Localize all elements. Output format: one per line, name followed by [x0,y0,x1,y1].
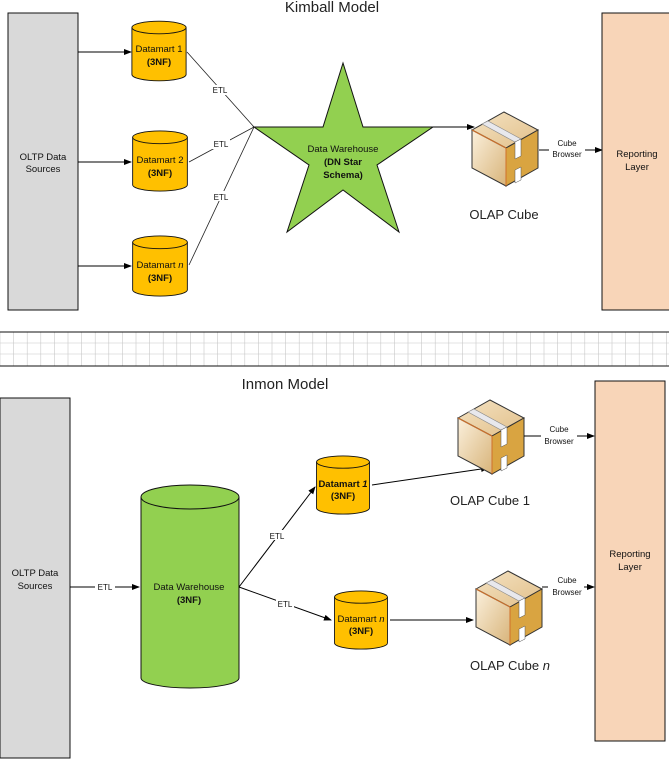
arrow-datamart-1-to-cube-1 [371,466,489,486]
separator-grid [0,332,669,366]
inmon-cube-browser-n-line1: Cube [557,576,577,585]
kimball-datamart-2-name: Datamart 2 [137,155,184,166]
kimball-cube-browser-1: Cube [557,139,577,148]
inmon-olap-cube-n-label: OLAP Cube n [470,658,550,673]
kimball-datamart-1-name: Datamart 1 [136,44,183,55]
kimball-datamart-n-name: Datamart n [136,260,183,271]
inmon-oltp-label-1: OLTP Data [12,568,59,579]
kimball-warehouse-label-2: (DN Star [324,157,362,168]
inmon-reporting-label-2: Layer [618,562,642,573]
inmon-datamart-1-type: (3NF) [331,491,355,502]
inmon-datamart-n-type: (3NF) [349,626,373,637]
kimball-reporting-label-2: Layer [625,162,649,173]
kimball-reporting-layer-box [601,12,669,311]
kimball-warehouse-label-3: Schema) [323,170,363,181]
kimball-datamart-1-type: (3NF) [147,57,171,68]
inmon-datamart-n-name: Datamart n [337,614,384,625]
etl-label-n: ETL [214,193,229,202]
kimball-title: Kimball Model [285,0,379,16]
etl-label-1: ETL [213,86,228,95]
inmon-etl-label-1: ETL [270,532,285,541]
kimball-olap-cube-label: OLAP Cube [469,207,538,222]
kimball-cube-browser-2: Browser [552,150,582,159]
inmon-olap-cube-1-label: OLAP Cube 1 [450,493,530,508]
kimball-warehouse-label-1: Data Warehouse [308,144,379,155]
inmon-cube-browser-1-line2: Browser [544,437,574,446]
inmon-reporting-label-1: Reporting [609,549,650,560]
kimball-datamart-2-type: (3NF) [148,168,172,179]
inmon-warehouse-label-2: (3NF) [177,595,201,606]
inmon-olap-cube-1-icon [457,399,525,475]
inmon-cube-browser-1-line1: Cube [549,425,569,434]
inmon-warehouse-label-1: Data Warehouse [154,582,225,593]
inmon-oltp-label-2: Sources [18,581,53,592]
kimball-reporting-label-1: Reporting [616,149,657,160]
kimball-data-warehouse-star [252,61,435,234]
kimball-olap-cube-icon [471,111,539,187]
inmon-etl-label-2: ETL [278,600,293,609]
inmon-datamart-1-name: Datamart 1 [318,479,367,490]
inmon-olap-cube-n-icon [475,570,543,646]
kimball-oltp-label-1: OLTP Data [20,152,67,163]
inmon-data-warehouse-cylinder [140,484,240,689]
kimball-oltp-label-2: Sources [26,164,61,175]
inmon-source-etl-label: ETL [98,583,113,592]
inmon-reporting-layer-box [594,380,666,742]
inmon-title: Inmon Model [242,376,329,393]
kimball-datamart-n-type: (3NF) [148,273,172,284]
inmon-cube-browser-n-line2: Browser [552,588,582,597]
kimball-oltp-sources-box [7,12,79,311]
etl-label-2: ETL [214,140,229,149]
inmon-oltp-sources-box [0,397,71,759]
